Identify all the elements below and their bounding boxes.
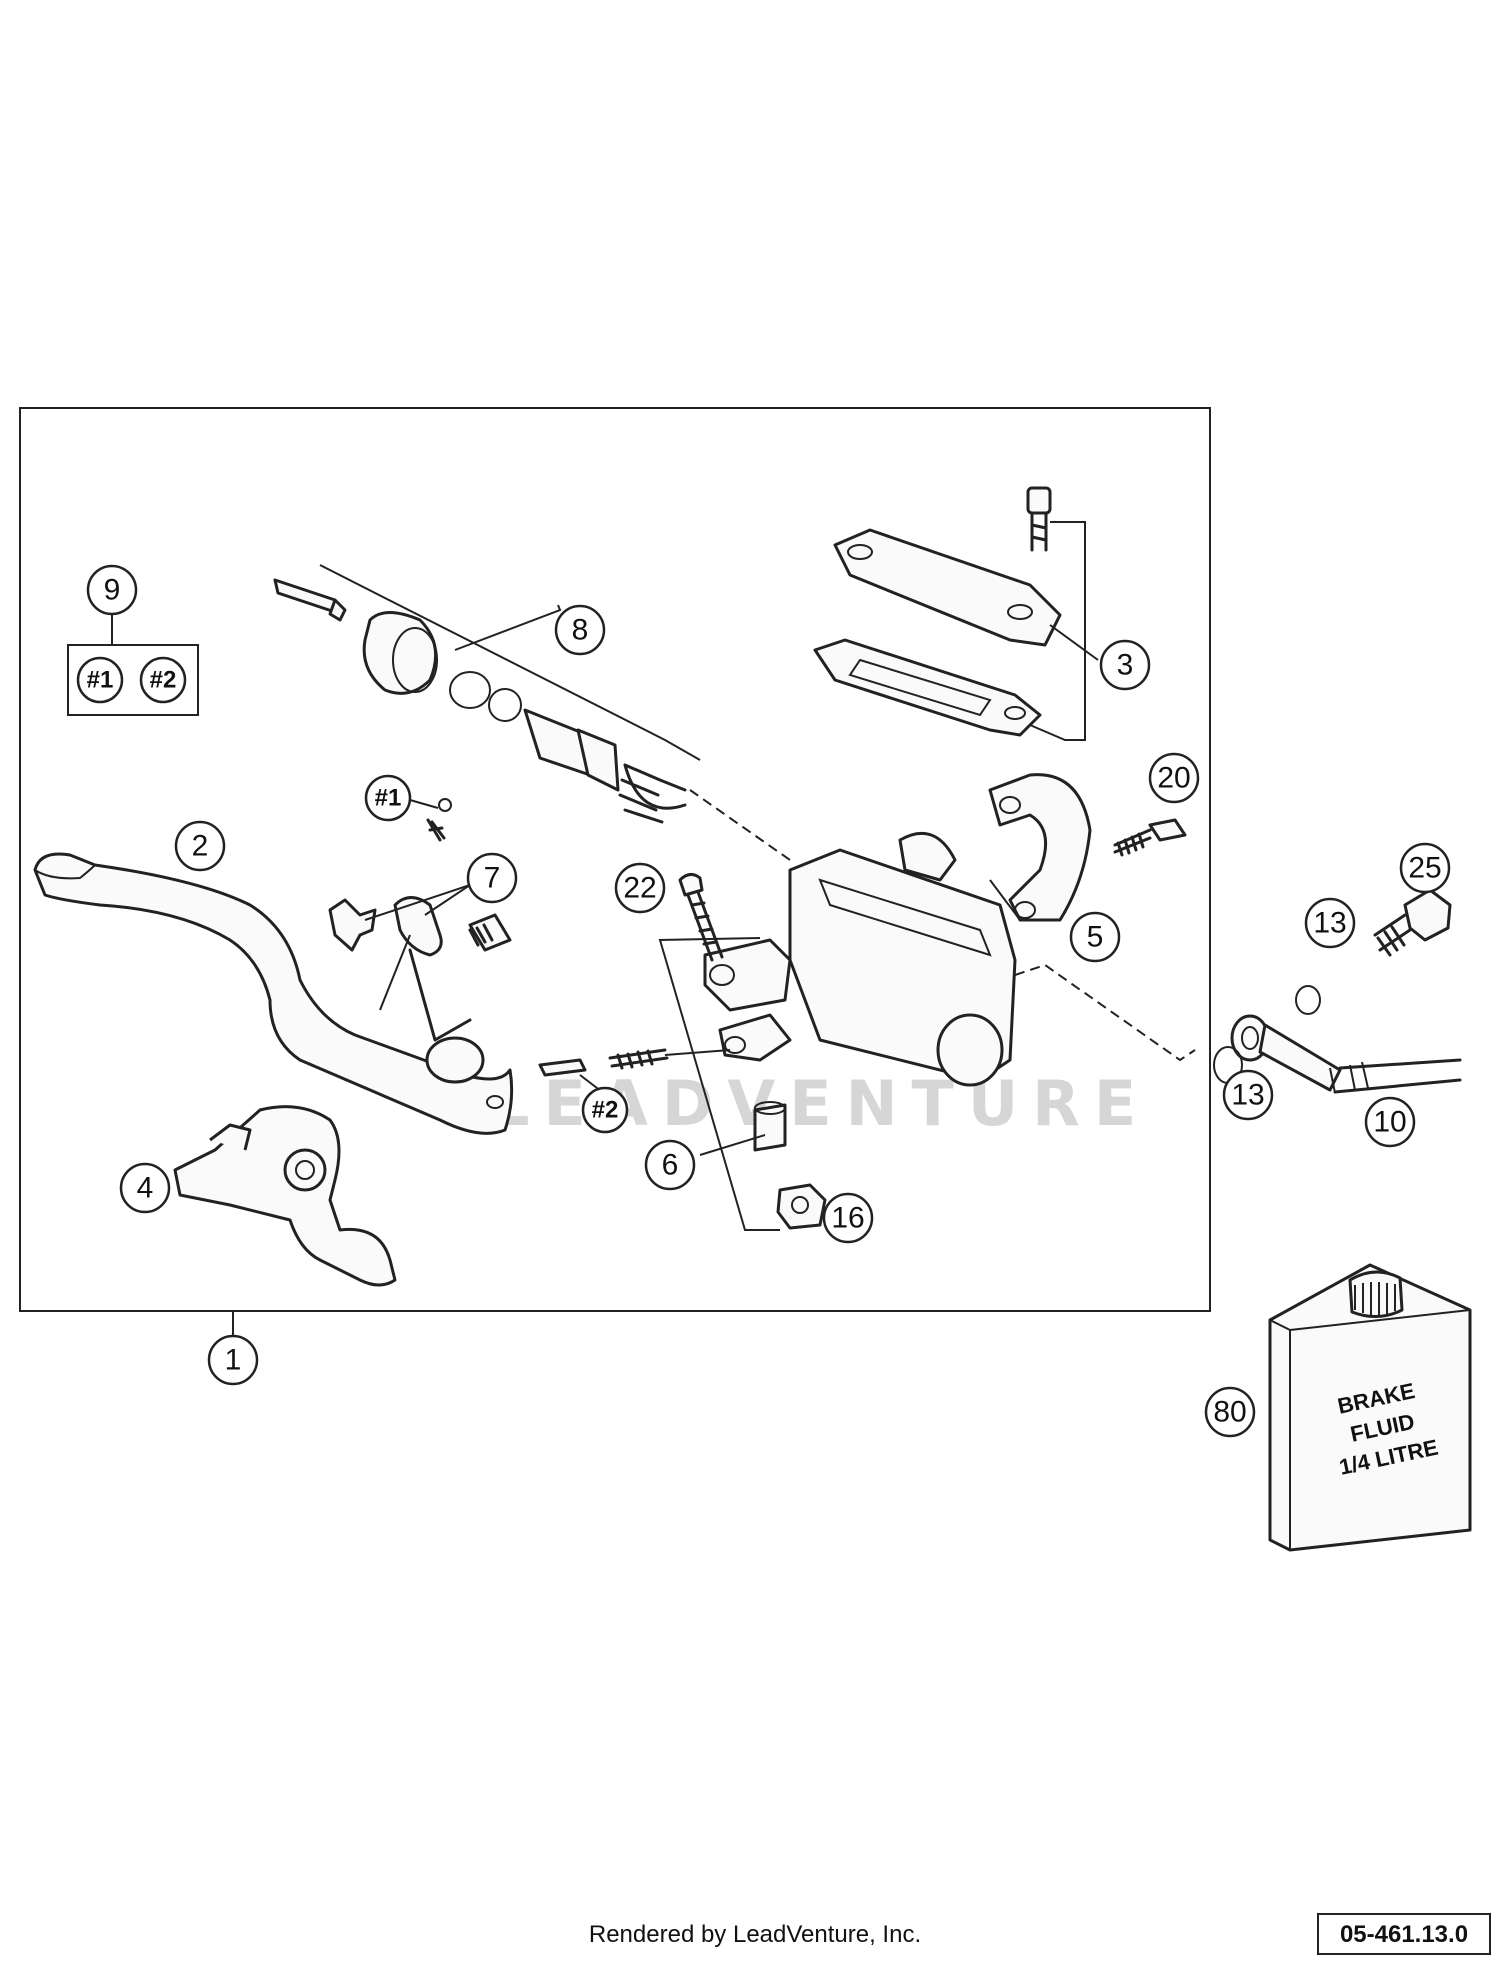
callout-10: 10 xyxy=(1364,1096,1416,1148)
reservoir-cover-part xyxy=(813,486,1062,737)
svg-text:9: 9 xyxy=(104,574,121,607)
bolt-22-part xyxy=(678,873,724,962)
leader-6 xyxy=(699,1134,766,1156)
piston-kit-part xyxy=(273,578,687,824)
svg-text:7: 7 xyxy=(484,862,501,895)
svg-text:80: 80 xyxy=(1213,1396,1246,1429)
callout-1: 1 xyxy=(207,1334,259,1386)
svg-text:1: 1 xyxy=(225,1344,242,1377)
diagram-code: 05-461.13.0 xyxy=(1340,1921,1468,1948)
bolt-20-part xyxy=(1113,818,1187,857)
leader-8-top xyxy=(319,564,701,761)
callout-20: 20 xyxy=(1148,752,1200,804)
leader-8 xyxy=(454,604,562,651)
svg-text:22: 22 xyxy=(623,872,656,905)
svg-text:20: 20 xyxy=(1157,762,1190,795)
kit1-parts xyxy=(426,798,452,842)
banjo-bolt-part xyxy=(1373,888,1452,957)
callout-16: 16 xyxy=(822,1192,874,1244)
hose-axis xyxy=(1014,963,1196,1062)
kit2-part-callout: #2 xyxy=(581,1086,629,1134)
callout-8: 8 xyxy=(554,604,606,656)
svg-text:5: 5 xyxy=(1087,921,1104,954)
master-cylinder-body xyxy=(703,831,1017,1087)
svg-text:25: 25 xyxy=(1408,852,1441,885)
leader-22-bracket xyxy=(658,937,780,1231)
leader-3-bracket xyxy=(1029,521,1086,741)
leader-3 xyxy=(1049,624,1099,661)
rendered-by-text: Rendered by LeadVenture, Inc. xyxy=(589,1921,921,1948)
callout-5: 5 xyxy=(1069,911,1121,963)
callout-3: 3 xyxy=(1099,639,1151,691)
leader-7b xyxy=(424,884,471,916)
lever-protector-part xyxy=(173,1105,397,1287)
callout-2: 2 xyxy=(174,820,226,872)
svg-text:10: 10 xyxy=(1373,1106,1406,1139)
assembly-frame xyxy=(19,407,1211,1312)
svg-text:#2: #2 xyxy=(150,667,177,694)
callout-13-upper: 13 xyxy=(1304,897,1356,949)
callout-7: 7 xyxy=(466,852,518,904)
svg-text:6: 6 xyxy=(662,1149,679,1182)
brake-lever-part xyxy=(33,852,514,1135)
kit2-box-callout: #2 xyxy=(139,656,187,704)
svg-text:#1: #1 xyxy=(375,785,402,812)
svg-text:4: 4 xyxy=(137,1172,154,1205)
callout-25: 25 xyxy=(1399,842,1451,894)
nut-16-part xyxy=(776,1183,827,1230)
kit1-box-callout: #1 xyxy=(76,656,124,704)
clamp-part xyxy=(988,773,1092,922)
svg-text:13: 13 xyxy=(1313,907,1346,940)
svg-text:#2: #2 xyxy=(592,1097,619,1124)
callout-22: 22 xyxy=(614,862,666,914)
leader-7a xyxy=(364,884,471,921)
diagram-code-box xyxy=(1317,1913,1491,1955)
svg-text:8: 8 xyxy=(572,614,589,647)
callout-6: 6 xyxy=(644,1139,696,1191)
brake-hose-part xyxy=(1213,985,1462,1094)
callout-80: 80 xyxy=(1204,1386,1256,1438)
bushing-part xyxy=(753,1101,787,1152)
callout-4: 4 xyxy=(119,1162,171,1214)
svg-text:3: 3 xyxy=(1117,649,1134,682)
callout-13-lower: 13 xyxy=(1222,1069,1274,1121)
kit1-part-callout: #1 xyxy=(364,774,412,822)
adjuster-part xyxy=(328,896,512,1042)
svg-text:2: 2 xyxy=(192,830,209,863)
svg-text:16: 16 xyxy=(831,1202,864,1235)
kit2-parts xyxy=(538,1048,731,1077)
svg-text:13: 13 xyxy=(1231,1079,1264,1112)
svg-text:#1: #1 xyxy=(87,667,114,694)
callout-9: 9 xyxy=(86,564,138,616)
brake-fluid-can-part: BRAKE FLUID 1/4 LITRE xyxy=(1268,1263,1472,1552)
piston-axis xyxy=(689,789,791,861)
leader-kit1 xyxy=(409,799,439,809)
